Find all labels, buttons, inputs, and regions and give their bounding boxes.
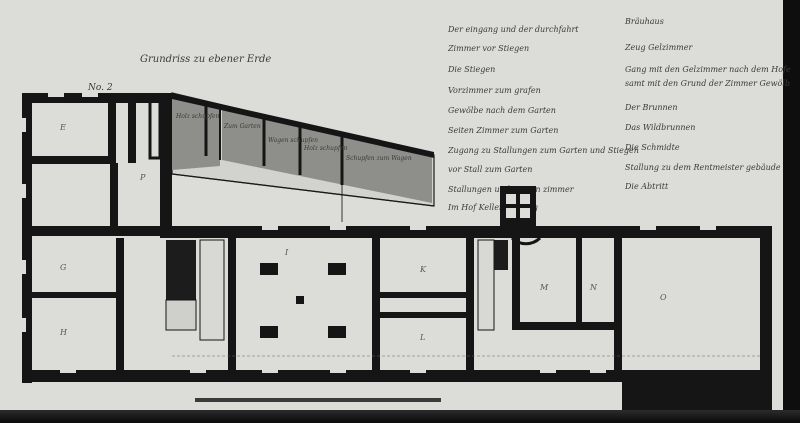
room-letter: E <box>59 123 66 132</box>
legend-entry-f: Seiten Zimmer zum Garten <box>448 126 558 135</box>
main-building <box>18 90 772 410</box>
legend-entry-b: Zimmer vor Stiegen <box>447 44 529 53</box>
legend-entry-t: Die Abtritt <box>624 182 669 191</box>
staircase-west <box>165 239 225 341</box>
room-letter: M <box>539 283 549 292</box>
legend-entry-c: Die Stiegen <box>447 65 495 74</box>
photo-edge-bottom <box>0 410 800 423</box>
shed-wing: Holz schupfen Zum Garten Wagen schupfen … <box>171 92 435 222</box>
legend-entry-h: vor Stall zum Garten <box>448 165 532 174</box>
scale-bar <box>195 398 441 402</box>
shed-label-1: Holz schupfen <box>175 113 220 120</box>
legend-entry-d: Vorzimmer zum grafen <box>448 86 541 95</box>
legend-entry-q: Das Wildbrunnen <box>624 123 695 132</box>
legend-entry-o: Gang mit den Gelzimmer nach dem Hofe <box>625 65 791 74</box>
legend-entry-m: Bräuhaus <box>624 17 664 26</box>
shed-label-5: Schupfen zum Wagen <box>346 155 412 162</box>
well-structure <box>500 186 542 246</box>
shed-label-4: Holz schupfen <box>303 145 348 152</box>
legend-entry-g: Zugang zu Stallungen zum Garten und Stie… <box>447 146 639 155</box>
plan-caption: Grundriss zu ebener Erde <box>140 54 271 65</box>
legend-entry-o-cont: samt mit den Grund der Zimmer Gewölb <box>625 79 790 88</box>
staircase-east <box>477 239 508 331</box>
shed-label-2: Zum Garten <box>223 123 261 130</box>
legend-column-2: Bräuhaus Zeug Gelzimmer Gang mit den Gel… <box>624 17 791 191</box>
room-letter: P <box>139 173 146 182</box>
legend-column-1: Der eingang und der durchfahrt Zimmer vo… <box>447 25 639 212</box>
legend-entry-e: Gewölbe nach dem Garten <box>448 106 556 115</box>
sheet-number: No. 2 <box>87 83 113 93</box>
room-letter: H <box>59 328 68 337</box>
legend-entry-k: Im Hof Keller eingang <box>447 203 538 212</box>
legend-entry-p: Der Brunnen <box>624 103 678 112</box>
room-letter: I <box>284 248 289 257</box>
room-letter: K <box>419 265 427 274</box>
room-letter: N <box>589 283 598 292</box>
room-letter: O <box>660 293 667 302</box>
photo-edge-right <box>783 0 800 423</box>
room-letter: G <box>60 263 67 272</box>
legend-entry-r: Die Schmidte <box>624 143 680 152</box>
legend-entry-s: Stallung zu dem Rentmeister gebäude <box>625 163 781 172</box>
legend-entry-a: Der eingang und der durchfahrt <box>447 25 579 34</box>
room-letters: E G H I K L M N O P <box>59 123 667 342</box>
legend-entry-n: Zeug Gelzimmer <box>624 43 693 52</box>
shed-label-3: Wagen schupfen <box>268 137 318 144</box>
room-letter: L <box>419 333 425 342</box>
